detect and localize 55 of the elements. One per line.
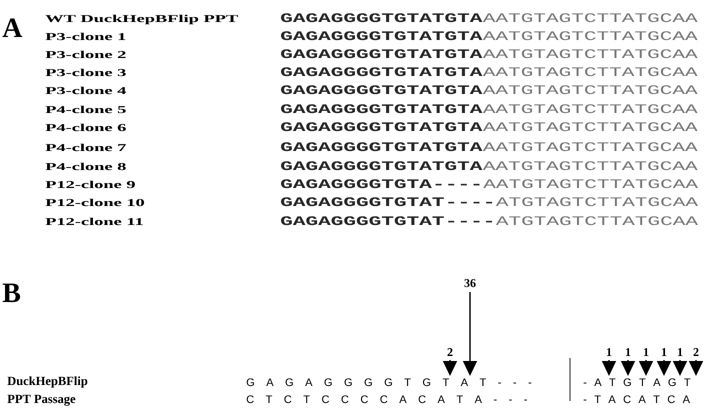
sequence-text: GAGAGGGGTGTATGTA bbox=[281, 122, 482, 132]
sequence-text: AATGTAGTCTTATGCAA bbox=[483, 179, 698, 188]
clone-label: P4-clone 6 bbox=[46, 124, 126, 132]
count-number: 2 bbox=[448, 348, 452, 356]
sequence-text: AATGTAGTCTTATGCAA bbox=[482, 49, 698, 58]
clone-label: P3-clone 4 bbox=[46, 86, 126, 94]
sequence-text: AATGTAGTCTTATGCAA bbox=[482, 67, 698, 76]
sequence-text: GAGAGGGGTGTATGTA bbox=[281, 161, 482, 170]
sequence-text: - A T G T A G T bbox=[584, 378, 690, 386]
sequence-text: ATGTAGTCTTATGCAA bbox=[496, 216, 698, 226]
gap-dashes: ---- bbox=[448, 202, 492, 204]
clone-label: P3-clone 1 bbox=[46, 32, 126, 40]
sequence-text: GAGAGGGGTGTA bbox=[281, 179, 432, 188]
sequence-text: AATGTAGTCTTATGCAA bbox=[482, 85, 698, 94]
sequence-text: AATGTAGTCTTATGCAA bbox=[482, 161, 698, 170]
sequence-text: GAGAGGGGTGTATGTA bbox=[281, 85, 482, 94]
count-number: 36 bbox=[464, 279, 476, 288]
count-number: 2 bbox=[694, 348, 698, 356]
panel-letter: B bbox=[2, 284, 20, 302]
clone-label: P12-clone 10 bbox=[46, 198, 144, 206]
sequence-text: GAGAGGGGTGTAT bbox=[281, 216, 444, 226]
clone-label: P4-clone 5 bbox=[46, 106, 126, 114]
clone-label: WT DuckHepBFlip PPT bbox=[45, 14, 238, 24]
sequence-text: ATGTAGTCTTATGCAA bbox=[496, 197, 698, 206]
sequence-text: AATGTAGTCTTATGCAA bbox=[482, 142, 698, 152]
sequence-text: AATGTAGTCTTATGCAA bbox=[482, 13, 698, 22]
sequence-text: AATGTAGTCTTATGCAA bbox=[482, 104, 698, 114]
clone-label: P4-clone 8 bbox=[46, 162, 126, 170]
clone-label: P12-clone 9 bbox=[46, 180, 135, 188]
gap-dashes: ---- bbox=[448, 220, 492, 222]
sequence-label: DuckHepBFlip bbox=[7, 376, 88, 388]
sequence-text: GAGAGGGGTGTATGTA bbox=[281, 142, 482, 152]
count-number: 1 bbox=[606, 348, 612, 356]
sequence-text: GAGAGGGGTGTATGTA bbox=[281, 104, 482, 114]
clone-label: P4-clone 7 bbox=[46, 144, 126, 152]
sequence-text: - T A C A T C A bbox=[584, 395, 690, 404]
clone-label: P12-clone 11 bbox=[46, 218, 143, 226]
clone-label: P3-clone 2 bbox=[46, 50, 126, 58]
count-number: 1 bbox=[644, 348, 648, 356]
gap-dashes: ---- bbox=[436, 184, 480, 186]
count-number: 1 bbox=[662, 348, 666, 356]
sequence-text: GAGAGGGGTGTATGTA bbox=[281, 31, 482, 40]
sequence-text: AATGTAGTCTTATGCAA bbox=[482, 31, 698, 40]
sequence-text: AATGTAGTCTTATGCAA bbox=[482, 122, 698, 132]
sequence-label: PPT Passage bbox=[7, 394, 76, 406]
sequence-text: C T C T C C C C A C A T A - - - bbox=[246, 395, 527, 404]
sequence-text: GAGAGGGGTGTATGTA bbox=[281, 67, 482, 76]
sequence-text: GAGAGGGGTGTATGTA bbox=[281, 49, 482, 58]
panel-letter: A bbox=[2, 18, 22, 37]
sequence-text: GAGAGGGGTGTATGTA bbox=[281, 13, 482, 22]
sequence-text: GAGAGGGGTGTAT bbox=[281, 197, 444, 206]
count-number: 1 bbox=[626, 348, 630, 356]
count-number: 1 bbox=[678, 348, 682, 356]
sequence-text: G A G A G G G G T G T A T - - - bbox=[246, 378, 532, 386]
clone-label: P3-clone 3 bbox=[46, 68, 126, 76]
